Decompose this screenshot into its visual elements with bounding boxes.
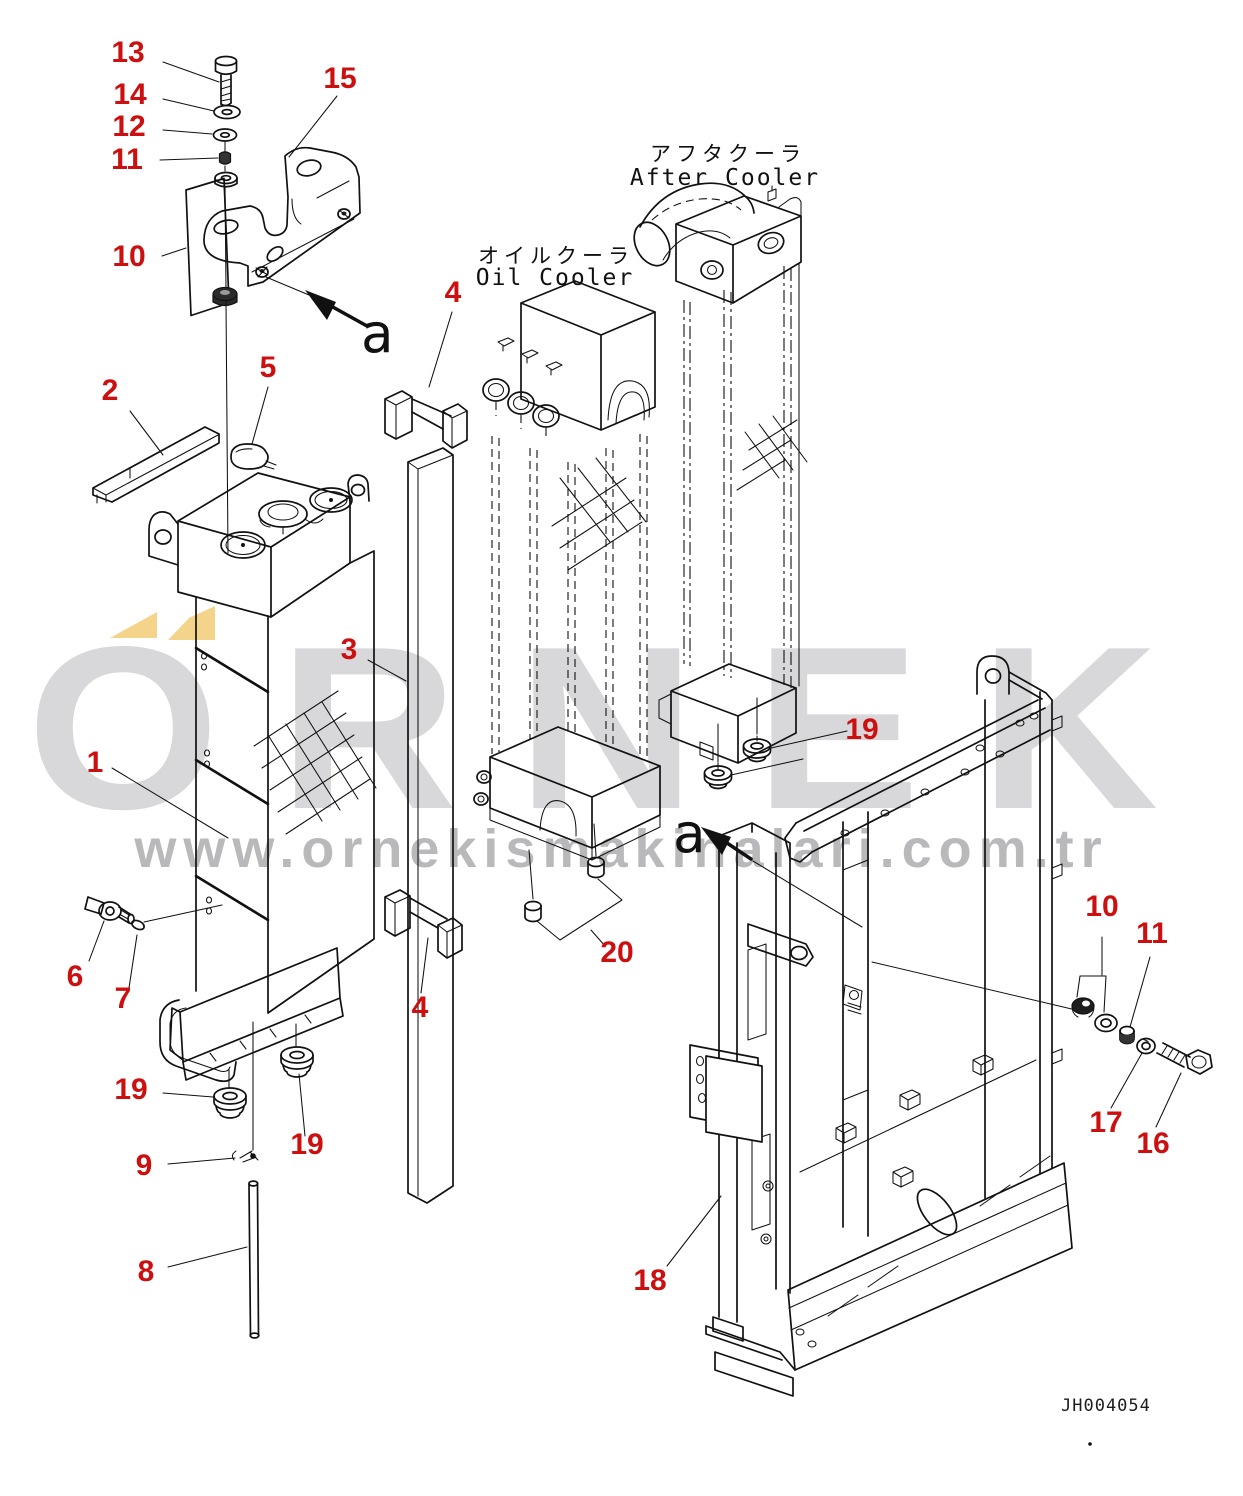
drain-cock-6-drawing [84, 896, 135, 925]
spacer-11-drawing [218, 151, 232, 165]
oil-cooler-label-en: Oil Cooler [475, 265, 635, 291]
view-a-arrow-bottom [701, 827, 1077, 1011]
watermark-url-text: www.ornekismakinalari.com.tr [134, 819, 1109, 879]
callout-12: 12 [112, 110, 146, 143]
mount-pad-4-top-drawing [384, 390, 468, 449]
after-cooler-label-en: After Cooler [629, 165, 821, 191]
callout-17: 17 [1089, 1106, 1123, 1139]
callout-11-top: 11 [111, 143, 143, 176]
plate-10-drawing [185, 141, 238, 554]
callout-4-top: 4 [444, 276, 462, 309]
oil-cooler-drawing [473, 280, 661, 900]
callout-leader-lines [88, 61, 1182, 1268]
view-a-arrow-top [265, 276, 369, 328]
after-cooler-fin-grid [736, 415, 808, 491]
callout-7: 7 [114, 982, 132, 1015]
callout-19-left: 19 [114, 1073, 148, 1106]
grommet-19-drawing [213, 1046, 314, 1119]
callout-13: 13 [111, 36, 145, 69]
mount-pad-4-bottom-drawing [384, 889, 463, 959]
callout-5: 5 [259, 351, 277, 384]
after-cooler-drawing [633, 182, 848, 790]
callout-9: 9 [135, 1149, 153, 1182]
callout-11-right: 11 [1136, 917, 1168, 950]
oil-cooler-label-jp: オイルクーラ [478, 244, 634, 268]
callout-1: 1 [86, 746, 104, 779]
radiator-fin-grid [253, 690, 377, 835]
callout-14: 14 [113, 78, 147, 111]
callout-8: 8 [137, 1255, 155, 1288]
nut-drawing [214, 171, 238, 188]
callout-16: 16 [1136, 1127, 1170, 1160]
drawing-code: JH004054 [1061, 1396, 1151, 1416]
callout-6: 6 [66, 960, 84, 993]
mount-hardware-right-drawing [1071, 936, 1213, 1075]
bushing-20-drawing [524, 856, 623, 947]
bolt-13-drawing [214, 55, 238, 107]
page-mark-dot [1088, 1442, 1092, 1446]
radiator-1-drawing [148, 472, 377, 1151]
callout-4-bottom: 4 [411, 991, 429, 1024]
seal-strip-3-drawing [407, 447, 454, 1204]
view-letter-a-top: a [360, 302, 394, 365]
rod-8-drawing [248, 1180, 260, 1339]
bar-2-drawing [92, 426, 220, 504]
callout-19-aftercooler: 19 [845, 713, 879, 746]
frame-18-drawing [689, 655, 1073, 1397]
bracket-15-drawing [203, 146, 361, 287]
view-letter-a-bottom: a [672, 802, 706, 865]
callout-20: 20 [600, 936, 634, 969]
clip-9-drawing [231, 1150, 259, 1163]
callout-18: 18 [633, 1264, 667, 1297]
callout-10-right: 10 [1085, 890, 1119, 923]
oil-cooler-fin-grid [551, 457, 647, 571]
callout-19-right: 19 [290, 1128, 324, 1161]
callout-10-top: 10 [112, 240, 146, 273]
plug-7-drawing [131, 904, 223, 931]
cap-5-drawing [230, 443, 277, 470]
callout-15: 15 [323, 62, 357, 95]
callout-3: 3 [340, 633, 358, 666]
washer-12-drawing [212, 128, 238, 142]
callout-2: 2 [101, 374, 119, 407]
after-cooler-label-jp: アフタクーラ [650, 142, 806, 166]
washer-14-drawing [213, 104, 241, 120]
